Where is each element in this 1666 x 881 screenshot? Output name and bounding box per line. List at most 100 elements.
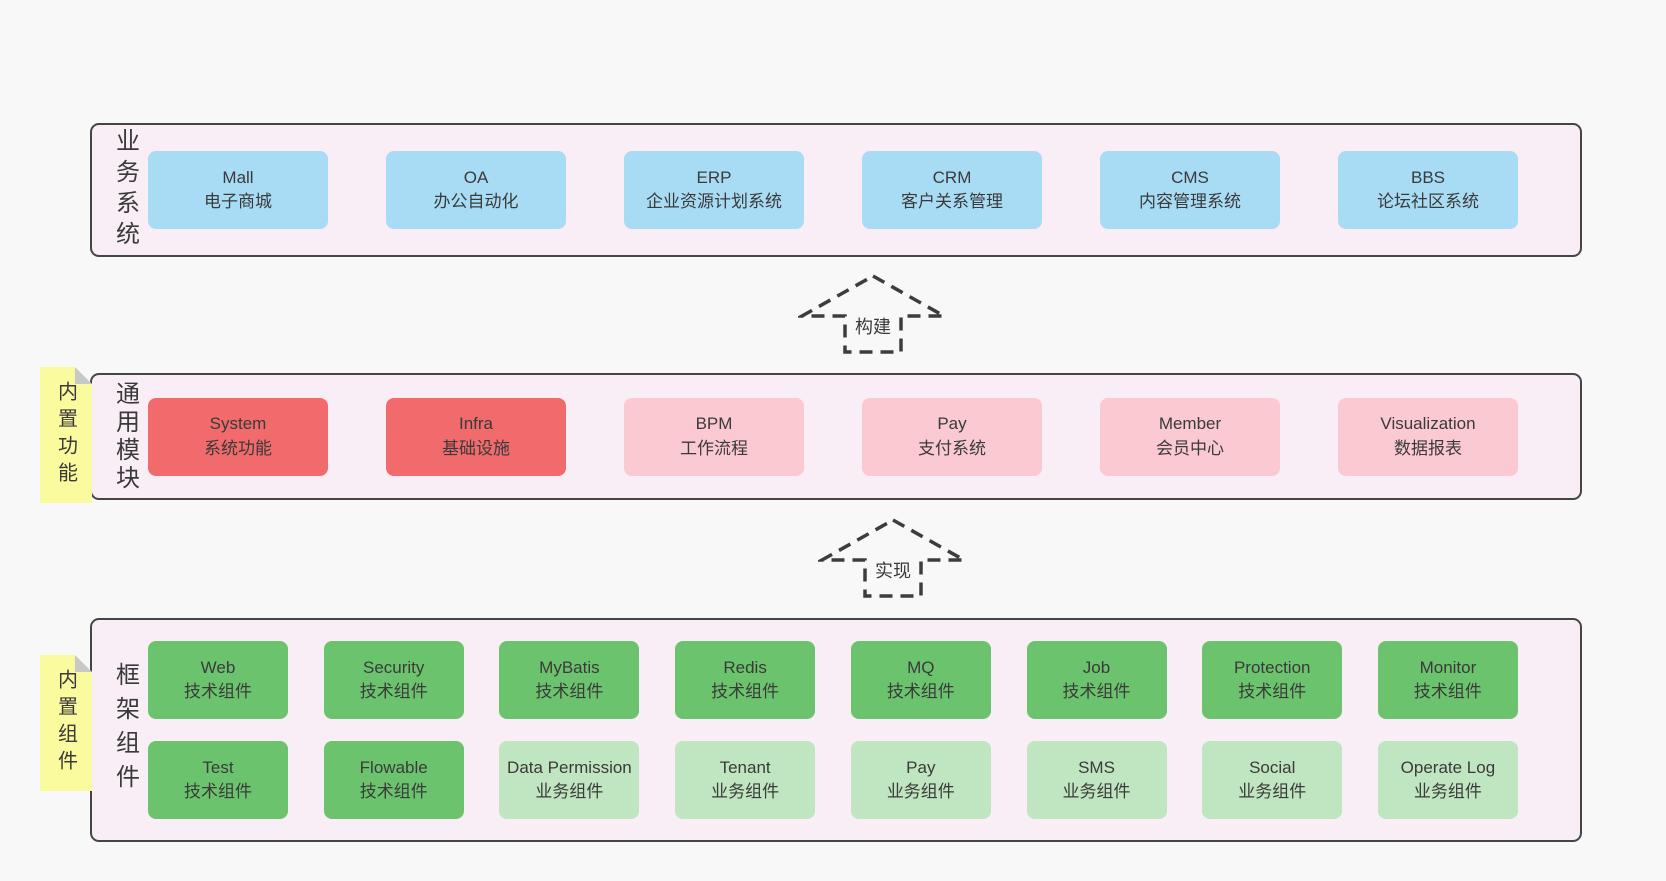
box-subtitle: 技术组件 — [535, 682, 604, 701]
box-job: Job 技术组件 — [1026, 641, 1167, 719]
box-subtitle: 电子商城 — [204, 192, 272, 211]
box-subtitle: 技术组件 — [359, 682, 428, 701]
box-title: Job — [1082, 657, 1111, 677]
band-components-label: 框架组件 — [111, 662, 139, 798]
up-arrow-dashed-icon — [818, 517, 968, 598]
box-title: Flowable — [359, 757, 428, 777]
box-system: System 系统功能 — [148, 397, 328, 476]
box-subtitle: 技术组件 — [184, 782, 252, 801]
box-subtitle: 技术组件 — [711, 682, 780, 701]
modules-row: System 系统功能 Infra 基础设施 BPM 工作流程 Pay 支付系统… — [148, 397, 1518, 476]
box-title: Security — [362, 657, 425, 677]
box-subtitle: 技术组件 — [1238, 682, 1307, 701]
box-data-permission: Data Permission 业务组件 — [499, 741, 640, 819]
box-title: ERP — [696, 167, 732, 187]
build-arrow-label: 构建 — [852, 313, 894, 339]
box-subtitle: 企业资源计划系统 — [646, 192, 782, 211]
box-pay-system: Pay 支付系统 — [862, 397, 1042, 476]
sticky-built-in-components: 内置组件 — [40, 655, 92, 791]
box-subtitle: 工作流程 — [680, 438, 748, 458]
box-subtitle: 客户关系管理 — [901, 192, 1003, 211]
box-title: Infra — [458, 414, 494, 434]
box-monitor: Monitor 技术组件 — [1377, 641, 1518, 719]
box-crm: CRM 客户关系管理 — [862, 151, 1042, 229]
box-social: Social 业务组件 — [1202, 741, 1343, 819]
box-mq: MQ 技术组件 — [850, 641, 991, 719]
band-common-modules: 通用模块 System 系统功能 Infra 基础设施 BPM 工作流程 Pay… — [90, 373, 1582, 500]
box-mall: Mall 电子商城 — [148, 151, 328, 229]
box-title: SMS — [1078, 757, 1115, 777]
box-subtitle: 系统功能 — [204, 438, 272, 458]
box-visualization: Visualization 数据报表 — [1338, 397, 1518, 476]
business-row: Mall 电子商城 OA 办公自动化 ERP 企业资源计划系统 CRM 客户关系… — [148, 151, 1518, 229]
box-title: OA — [463, 167, 489, 187]
box-title: Test — [202, 757, 234, 777]
box-test: Test 技术组件 — [148, 741, 288, 819]
box-tenant: Tenant 业务组件 — [675, 741, 816, 819]
box-subtitle: 内容管理系统 — [1139, 192, 1241, 211]
box-oa: OA 办公自动化 — [386, 151, 566, 229]
box-erp: ERP 企业资源计划系统 — [624, 151, 804, 229]
implement-arrow-label: 实现 — [872, 557, 914, 583]
box-protection: Protection 技术组件 — [1202, 641, 1343, 719]
box-flowable: Flowable 技术组件 — [323, 741, 464, 819]
box-title: Data Permission — [507, 757, 632, 777]
box-subtitle: 技术组件 — [1062, 682, 1131, 701]
box-mybatis: MyBatis 技术组件 — [499, 641, 640, 719]
box-subtitle: 办公自动化 — [433, 192, 519, 211]
band-framework-components: 框架组件 Web 技术组件 Security 技术组件 MyBatis 技术组件… — [90, 618, 1582, 842]
box-subtitle: 业务组件 — [535, 782, 604, 801]
box-bbs: BBS 论坛社区系统 — [1338, 151, 1518, 229]
box-title: Redis — [723, 657, 767, 677]
box-sms: SMS 业务组件 — [1026, 741, 1167, 819]
implement-arrow: 实现 — [818, 517, 968, 599]
band-components-rows: Web 技术组件 Security 技术组件 MyBatis 技术组件 Redi… — [142, 620, 1580, 840]
box-subtitle: 业务组件 — [1062, 782, 1131, 801]
box-subtitle: 技术组件 — [184, 682, 252, 701]
box-subtitle: 技术组件 — [886, 682, 955, 701]
box-subtitle: 基础设施 — [442, 438, 510, 458]
box-redis: Redis 技术组件 — [675, 641, 816, 719]
band-business-systems: 业务系统 Mall 电子商城 OA 办公自动化 ERP 企业资源计划系统 CRM… — [90, 123, 1582, 257]
box-subtitle: 技术组件 — [359, 782, 428, 801]
box-title: CMS — [1171, 167, 1209, 187]
box-bpm: BPM 工作流程 — [624, 397, 804, 476]
folded-corner-icon — [75, 367, 92, 384]
sticky-built-in-features: 内置功能 — [40, 367, 92, 503]
box-pay-component: Pay 业务组件 — [850, 741, 991, 819]
band-modules-rows: System 系统功能 Infra 基础设施 BPM 工作流程 Pay 支付系统… — [142, 375, 1580, 498]
box-subtitle: 技术组件 — [1413, 682, 1482, 701]
box-subtitle: 会员中心 — [1156, 438, 1224, 458]
box-title: MQ — [907, 657, 935, 677]
box-title: Social — [1249, 757, 1296, 777]
band-business-rows: Mall 电子商城 OA 办公自动化 ERP 企业资源计划系统 CRM 客户关系… — [142, 125, 1580, 255]
box-title: Visualization — [1380, 414, 1476, 434]
box-title: Web — [200, 657, 236, 677]
box-title: Pay — [906, 757, 936, 777]
components-row-2: Test 技术组件 Flowable 技术组件 Data Permission … — [148, 741, 1518, 819]
box-subtitle: 业务组件 — [886, 782, 955, 801]
box-subtitle: 业务组件 — [711, 782, 780, 801]
components-row-1: Web 技术组件 Security 技术组件 MyBatis 技术组件 Redi… — [148, 641, 1518, 719]
build-arrow: 构建 — [798, 273, 948, 355]
box-title: Mall — [222, 167, 254, 187]
box-subtitle: 业务组件 — [1413, 782, 1482, 801]
band-business-label: 业务系统 — [111, 128, 139, 252]
sticky-label: 内置功能 — [54, 381, 77, 489]
band-modules-label: 通用模块 — [111, 380, 139, 493]
sticky-label: 内置组件 — [54, 669, 77, 777]
box-subtitle: 数据报表 — [1394, 438, 1462, 458]
box-title: Member — [1158, 414, 1222, 434]
box-title: BPM — [695, 414, 733, 434]
box-title: System — [209, 414, 267, 434]
box-subtitle: 论坛社区系统 — [1377, 192, 1479, 211]
box-subtitle: 支付系统 — [918, 438, 986, 458]
box-title: CRM — [932, 167, 972, 187]
box-title: Pay — [937, 414, 967, 434]
box-title: Tenant — [719, 757, 771, 777]
box-operate-log: Operate Log 业务组件 — [1377, 741, 1518, 819]
box-cms: CMS 内容管理系统 — [1100, 151, 1280, 229]
box-security: Security 技术组件 — [323, 641, 464, 719]
box-subtitle: 业务组件 — [1238, 782, 1307, 801]
